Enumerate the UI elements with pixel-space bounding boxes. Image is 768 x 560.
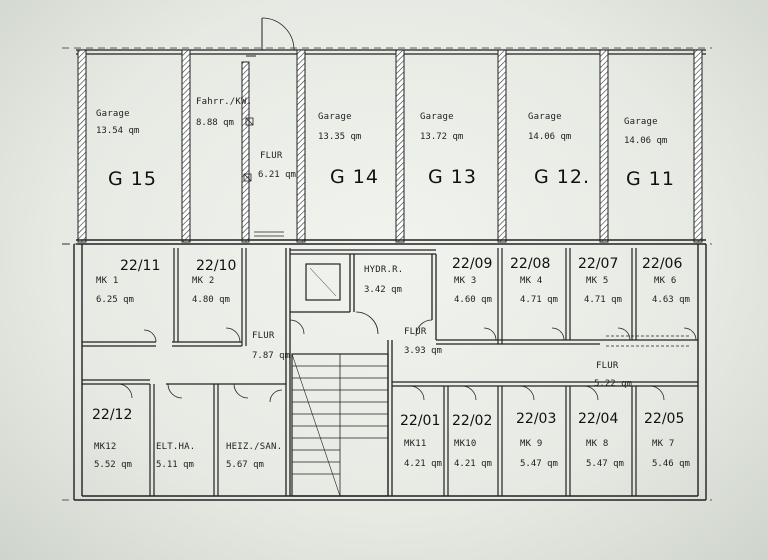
room-area-mk9: 5.47 qm bbox=[520, 459, 558, 469]
room-name-flur-mid-left: FLUR bbox=[252, 331, 275, 341]
room-area-hydr: 3.42 qm bbox=[364, 285, 402, 295]
room-area-mk4: 4.71 qm bbox=[520, 295, 558, 305]
room-area-g13: 13.72 qm bbox=[420, 132, 464, 142]
room-name-mk5: MK 5 bbox=[586, 276, 609, 286]
room-name-mk7: MK 7 bbox=[652, 439, 675, 449]
room-name-fahrrad: Fahrr./KW. bbox=[196, 97, 253, 107]
room-code-mk7: 22/05 bbox=[644, 411, 685, 427]
room-area-flur-right: 5.22 qm bbox=[594, 379, 632, 389]
room-name-mk6: MK 6 bbox=[654, 276, 677, 286]
room-area-mk8: 5.47 qm bbox=[586, 459, 624, 469]
room-code-mk2: 22/10 bbox=[196, 258, 237, 274]
room-code-mk8: 22/04 bbox=[578, 411, 619, 427]
room-code-g12: G 12. bbox=[534, 166, 590, 188]
room-code-g13: G 13 bbox=[428, 166, 477, 188]
room-name-elt: ELT.HA. bbox=[156, 442, 196, 452]
room-name-mk8: MK 8 bbox=[586, 439, 609, 449]
room-code-g15: G 15 bbox=[108, 168, 157, 190]
room-area-heiz: 5.67 qm bbox=[226, 460, 264, 470]
room-name-hydr: HYDR.R. bbox=[364, 265, 404, 275]
room-code-mk12: 22/12 bbox=[92, 407, 133, 423]
room-name-g15: Garage bbox=[96, 109, 130, 119]
room-name-flur-top: FLUR bbox=[260, 151, 283, 161]
room-area-mk10: 4.21 qm bbox=[454, 459, 492, 469]
room-area-mk1: 6.25 qm bbox=[96, 295, 134, 305]
room-code-mk9: 22/03 bbox=[516, 411, 557, 427]
room-name-g13: Garage bbox=[420, 112, 454, 122]
room-code-mk4: 22/08 bbox=[510, 256, 551, 272]
room-name-mk2: MK 2 bbox=[192, 276, 215, 286]
room-area-mk3: 4.60 qm bbox=[454, 295, 492, 305]
room-area-g11: 14.06 qm bbox=[624, 136, 668, 146]
room-area-mk5: 4.71 qm bbox=[584, 295, 622, 305]
room-area-mk7: 5.46 qm bbox=[652, 459, 690, 469]
room-name-g12: Garage bbox=[528, 112, 562, 122]
room-code-g11: G 11 bbox=[626, 168, 675, 190]
room-area-fahrrad: 8.88 qm bbox=[196, 118, 234, 128]
room-area-elt: 5.11 qm bbox=[156, 460, 194, 470]
room-area-mk11: 4.21 qm bbox=[404, 459, 442, 469]
room-name-mk4: MK 4 bbox=[520, 276, 543, 286]
room-area-g14: 13.35 qm bbox=[318, 132, 362, 142]
room-area-g12: 14.06 qm bbox=[528, 132, 572, 142]
room-code-g14: G 14 bbox=[330, 166, 379, 188]
room-name-heiz: HEIZ./SAN. bbox=[226, 442, 283, 452]
room-area-flur-mid-left: 7.87 qm bbox=[252, 351, 290, 361]
room-code-mk11: 22/01 bbox=[400, 413, 441, 429]
room-area-mk2: 4.80 qm bbox=[192, 295, 230, 305]
room-name-mk11: MK11 bbox=[404, 439, 427, 449]
room-code-mk3: 22/09 bbox=[452, 256, 493, 272]
room-name-g11: Garage bbox=[624, 117, 658, 127]
room-name-g14: Garage bbox=[318, 112, 352, 122]
room-area-flur-top: 6.21 qm bbox=[258, 170, 296, 180]
room-code-mk5: 22/07 bbox=[578, 256, 619, 272]
room-name-flur-right: FLUR bbox=[596, 361, 619, 371]
room-name-mk1: MK 1 bbox=[96, 276, 119, 286]
room-name-mk9: MK 9 bbox=[520, 439, 543, 449]
room-area-mk6: 4.63 qm bbox=[652, 295, 690, 305]
room-code-mk1: 22/11 bbox=[120, 258, 161, 274]
room-name-mk3: MK 3 bbox=[454, 276, 477, 286]
room-area-g15: 13.54 qm bbox=[96, 126, 140, 136]
room-name-mk10: MK10 bbox=[454, 439, 477, 449]
room-name-flur-mid: FLUR bbox=[404, 327, 427, 337]
room-name-mk12: MK12 bbox=[94, 442, 117, 452]
room-area-flur-mid: 3.93 qm bbox=[404, 346, 442, 356]
room-area-mk12: 5.52 qm bbox=[94, 460, 132, 470]
room-code-mk6: 22/06 bbox=[642, 256, 683, 272]
room-code-mk10: 22/02 bbox=[452, 413, 493, 429]
